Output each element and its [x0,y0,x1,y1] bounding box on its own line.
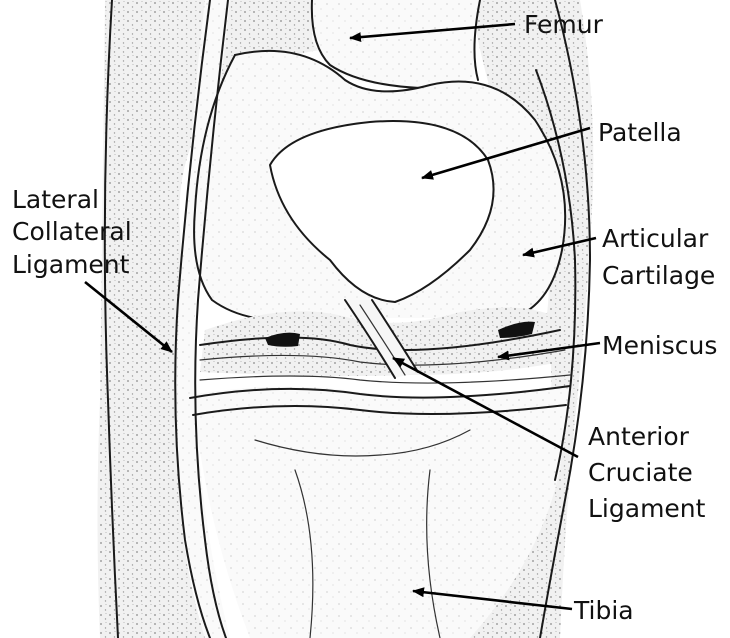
anterior-cruciate-ligament-label: Anterior Cruciate Ligament [588,422,706,523]
articular-cartilage-line-2: Cartilage [602,261,715,290]
acl-label-line-3: Ligament [588,494,706,523]
tibia-label: Tibia [573,596,634,625]
articular-cartilage-label: Articular Cartilage [602,224,716,290]
acl-label-line-2: Cruciate [588,458,693,487]
patella-label: Patella [598,118,682,147]
acl-label-line-1: Anterior [588,422,690,451]
articular-cartilage-line-1: Articular [602,224,709,253]
lcl-label-line-1: Lateral [12,185,99,214]
meniscus-label: Meniscus [602,331,717,360]
lcl-label-line-2: Collateral [12,217,132,246]
lcl-label-line-3: Ligament [12,250,130,279]
femur-label: Femur [524,10,604,39]
